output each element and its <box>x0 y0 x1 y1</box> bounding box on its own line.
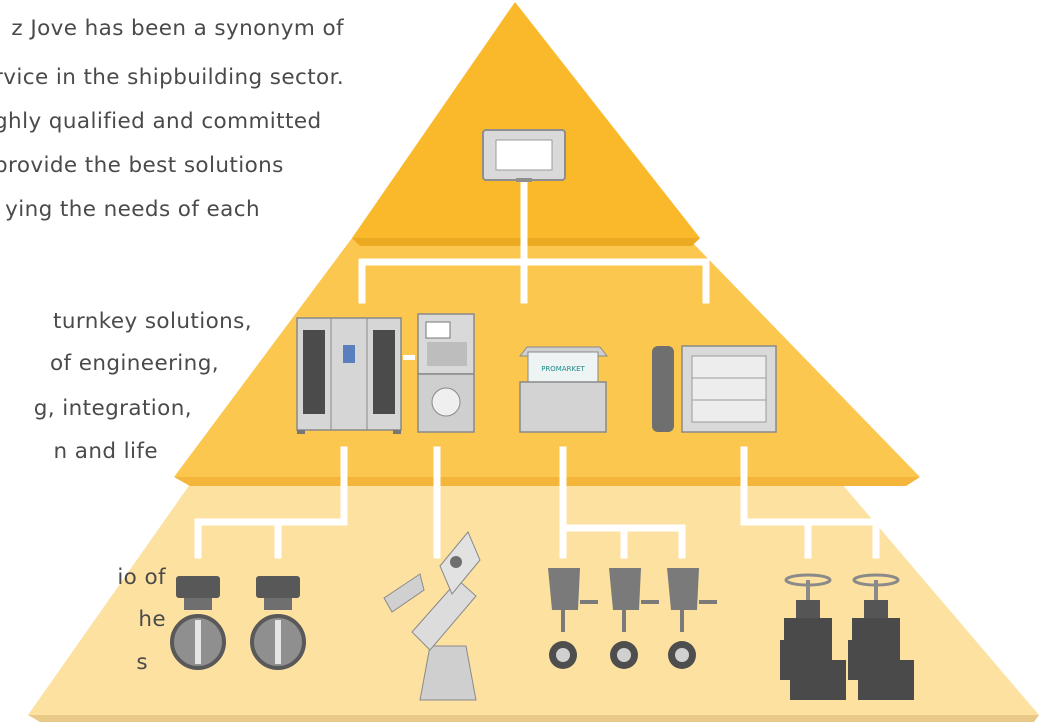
solutions-text-line-2: of engineering, <box>49 351 219 376</box>
solutions-text-line-4: n and life <box>53 439 158 464</box>
hmi-screen-label: PROMARKET <box>541 365 585 373</box>
connector-top-middle <box>358 172 710 304</box>
pyramid-tier-middle-shadow <box>174 477 920 486</box>
portfolio-text-line-2: he <box>138 607 166 632</box>
valve-cabinet-icon <box>652 345 777 433</box>
butterfly-valve-icon <box>170 576 226 670</box>
portfolio-text-line-1: io of <box>117 565 166 590</box>
butterfly-valve-icon <box>250 576 306 670</box>
pyramid-tier-bottom-edge <box>28 715 1039 722</box>
control-panel-icon <box>482 129 566 182</box>
solutions-text-line-3: g, integration, <box>33 396 192 421</box>
globe-valve-icon <box>848 573 914 700</box>
portfolio-text-line-3: s <box>136 650 148 675</box>
pyramid-tier-top <box>352 2 700 238</box>
actuated-valve-icon <box>609 568 659 669</box>
intro-text-line-3: ghly qualified and committed <box>0 109 322 134</box>
actuated-valve-icon <box>667 568 717 669</box>
hmi-console-icon: PROMARKET <box>518 346 609 433</box>
intro-text-line-4: provide the best solutions <box>0 153 284 178</box>
globe-valve-icon <box>780 573 846 700</box>
intro-text-line-2: rvice in the shipbuilding sector. <box>0 65 345 90</box>
intro-text-line-1: z Jove has been a synonym of <box>11 16 344 41</box>
solutions-text-line-1: turnkey solutions, <box>53 309 252 334</box>
connector-middle-bottom <box>194 446 880 559</box>
actuated-valve-icon <box>548 568 598 669</box>
intro-text-line-5: ying the needs of each <box>5 197 260 222</box>
cabinet-icon <box>296 317 402 434</box>
cabinet-link <box>403 355 415 360</box>
robot-arm-icon <box>383 531 481 701</box>
actuator-panel-icon <box>417 313 475 433</box>
